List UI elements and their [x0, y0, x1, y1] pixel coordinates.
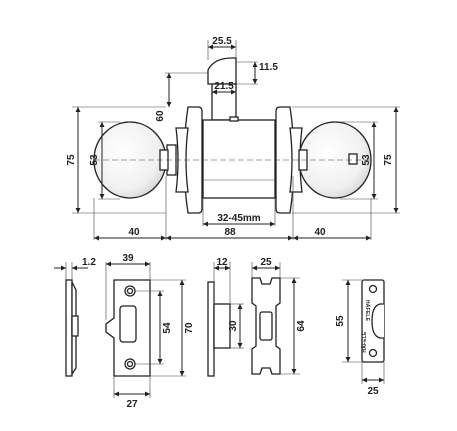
lock-body [202, 116, 276, 199]
dim-knob-height-right: 53 [361, 154, 372, 166]
dim-latch-plate-thickness: 1.2 [82, 257, 96, 268]
dim-dust-box-height: 30 [228, 320, 239, 332]
knob-set-drawing: 25.5 11.5 21.5 60 75 53 53 75 32-45mm [66, 36, 400, 241]
brand-plate: HÄFELE HÄFELE 55 25 [335, 279, 385, 397]
brand-label-bottom: HÄFELE [361, 331, 368, 353]
dim-knob-height-left: 53 [89, 154, 100, 166]
dim-dust-box-depth: 12 [216, 257, 228, 268]
strike-plate: 25 64 [251, 257, 307, 375]
latch-side-view: 1.2 [54, 257, 96, 377]
dim-strike-plate-height: 64 [296, 320, 307, 332]
dim-overall-height-left: 75 [66, 154, 77, 166]
dim-brand-plate-height: 55 [335, 315, 346, 327]
dim-body-width: 88 [224, 227, 236, 238]
dim-latch-head-height: 11.5 [259, 62, 278, 73]
dim-latch-plate-bottom-width: 27 [126, 399, 138, 410]
brand-label-top: HÄFELE [364, 300, 371, 322]
dim-latch-head-width: 25.5 [212, 36, 232, 47]
dim-right-knob-projection: 40 [314, 227, 326, 238]
dim-strike-plate-width: 25 [260, 257, 272, 268]
dim-latch-hole-spacing: 54 [162, 322, 173, 334]
dim-left-knob-projection: 40 [128, 227, 140, 238]
dim-rose-height: 60 [155, 110, 166, 122]
dim-latch-bolt-width: 21.5 [214, 81, 234, 92]
dim-latch-plate-height: 70 [184, 322, 195, 334]
dim-door-thickness: 32-45mm [217, 213, 260, 224]
dim-overall-height-right: 75 [383, 154, 394, 166]
dust-box-side-view: 12 30 [207, 257, 244, 377]
dim-latch-plate-width: 39 [122, 253, 134, 264]
latch-plate-front: 39 54 70 27 [105, 253, 195, 410]
dim-brand-plate-width: 25 [367, 386, 379, 397]
